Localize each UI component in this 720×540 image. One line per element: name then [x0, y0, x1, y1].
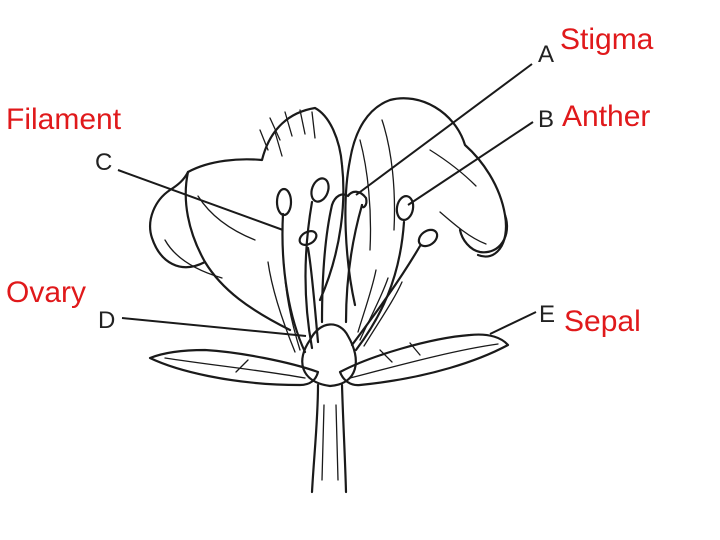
- stamen-right-mid: [350, 244, 422, 347]
- leader-e: [489, 311, 537, 335]
- stamen-left-mid: [304, 200, 314, 350]
- term-filament: Filament: [6, 103, 122, 136]
- letter-markers: A B C D E: [95, 41, 555, 334]
- ovary-body: [301, 323, 357, 388]
- term-labels: Stigma Anther Filament Ovary Sepal: [6, 23, 654, 338]
- letter-a: A: [538, 41, 554, 68]
- letter-b: B: [538, 106, 554, 133]
- leader-b: [407, 121, 534, 206]
- letter-e: E: [539, 301, 555, 328]
- stem: [310, 383, 348, 494]
- letter-c: C: [95, 149, 112, 176]
- sepal-right: [338, 333, 510, 387]
- term-stigma: Stigma: [560, 23, 654, 56]
- style: [320, 203, 364, 324]
- letter-d: D: [98, 307, 115, 334]
- stamen-left-inner: [306, 246, 320, 344]
- term-ovary: Ovary: [6, 276, 86, 309]
- stamen-left-outer: [281, 212, 307, 354]
- leader-c: [117, 169, 284, 231]
- flower-drawing: [148, 97, 510, 494]
- stigma-tip: [330, 190, 368, 209]
- leader-d: [121, 317, 307, 337]
- term-anther: Anther: [562, 100, 650, 133]
- term-sepal: Sepal: [564, 305, 641, 338]
- leader-lines: [117, 63, 537, 337]
- leader-a: [355, 63, 533, 196]
- sepal-left: [148, 348, 320, 387]
